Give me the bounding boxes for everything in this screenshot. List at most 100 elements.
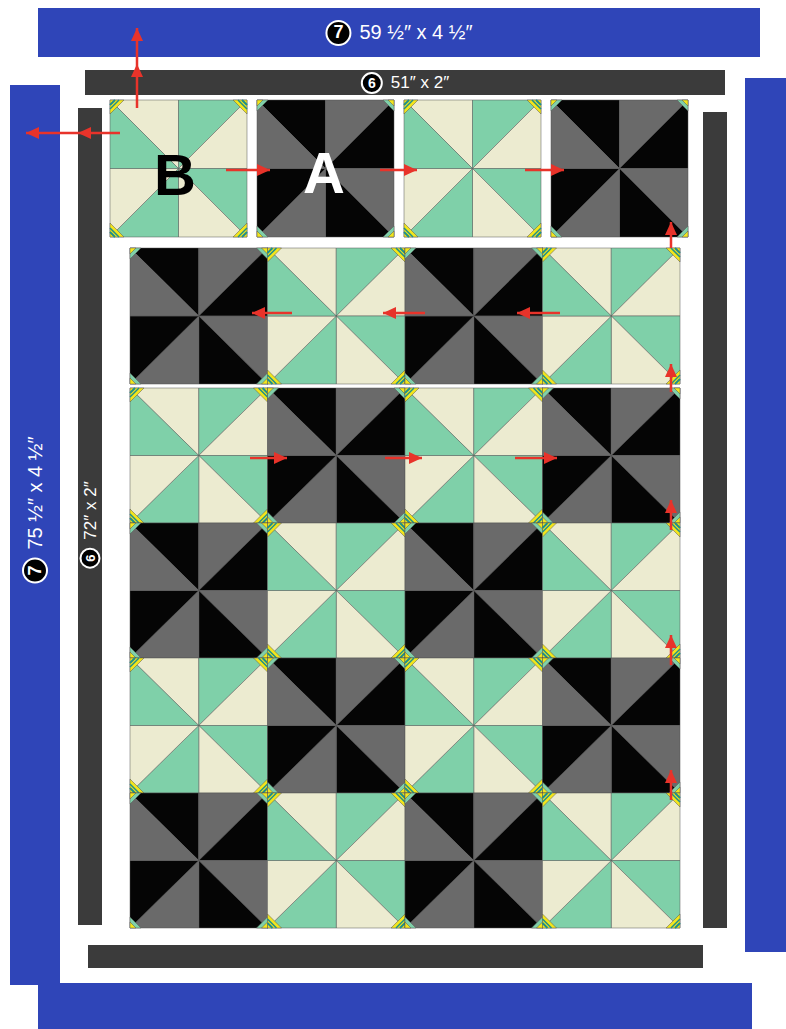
triangle-patch [543,658,612,726]
triangle-patch [473,169,542,238]
corner-unit [254,388,268,402]
callout-number: 7 [22,558,48,584]
corner-stripe [396,375,405,384]
corner-unit [543,388,549,394]
pinwheel-block-a [257,100,394,237]
arrow-shaft [670,500,673,530]
pinwheel-block-b [405,658,543,793]
triangle-patch [474,316,543,384]
triangle-patch [474,523,543,591]
triangle-patch [611,793,680,861]
corner-unit [682,231,688,237]
corner-unit [268,388,274,394]
triangle-patch [405,523,474,591]
triangle-patch [130,523,199,591]
triangle-patch [199,388,268,456]
corner-unit [405,388,419,402]
triangle-patch [474,861,543,929]
triangle-patch [474,793,543,861]
pinwheel-block-a [551,100,688,237]
corner-unit [399,388,405,394]
block-letter: A [303,144,345,202]
triangle-patch [543,658,612,726]
pressing-arrow [515,452,557,464]
corner-stripe [404,100,413,109]
corner-unit [405,658,419,672]
corner-unit [666,644,680,658]
triangle-patch [336,591,405,659]
triangle-patch [130,726,199,794]
triangle-patch [543,248,612,316]
triangle-patch [551,169,620,238]
triangle-patch [543,248,612,316]
corner-unit [543,517,549,523]
arrow-head [665,635,677,648]
corner-unit [262,523,268,529]
dimension-label: 75 ½″ x 4 ½″ [24,436,47,549]
triangle-patch [130,658,199,726]
corner-unit [677,226,688,237]
corner-unit [543,388,554,399]
arrow-shaft [250,457,287,460]
triangle-patch [199,456,268,524]
corner-unit [257,226,268,237]
dimension-label: 59 ½″ x 4 ½″ [359,21,472,44]
arrow-shaft [670,635,673,665]
corner-unit [404,223,418,237]
corner-unit [405,373,416,384]
corner-unit [391,793,405,807]
triangle-patch [611,523,680,591]
corner-unit [130,652,136,658]
corner-stripe [405,388,414,397]
corner-unit [404,100,418,114]
border-strip [38,983,752,1029]
triangle-patch [336,793,405,861]
corner-unit [268,512,279,523]
corner-unit [130,523,136,529]
corner-unit [405,248,411,254]
corner-stripe [130,388,139,397]
pinwheel-block-b [404,100,541,237]
corner-unit [262,248,268,254]
corner-stripe [532,100,541,109]
triangle-patch [199,248,268,316]
triangle-patch [268,861,337,929]
triangle-patch [268,523,337,591]
corner-unit [529,509,543,523]
outer-border-strip: 7 75 ½″ x 4 ½″ [10,85,60,985]
corner-unit [532,248,543,259]
corner-unit [130,793,141,804]
triangle-patch [268,316,337,384]
corner-unit [551,231,557,237]
corner-stripe [405,784,414,793]
pressing-arrow [385,452,422,464]
corner-unit [130,248,141,259]
corner-unit [262,652,268,658]
triangle-patch [543,861,612,929]
corner-unit [405,509,419,523]
corner-unit [394,782,405,793]
corner-unit [532,523,543,534]
corner-unit [543,782,554,793]
triangle-patch [268,248,337,316]
triangle-patch [130,316,199,384]
triangle-patch [611,316,680,384]
corner-stripe [268,248,277,257]
corner-unit [527,100,541,114]
corner-unit [257,793,268,804]
corner-unit [233,100,247,114]
corner-stripe [396,919,405,928]
triangle-patch [336,456,405,524]
pressing-arrow [383,307,425,319]
corner-unit [257,248,268,259]
corner-unit [268,793,282,807]
border-strip [88,945,703,968]
corner-unit [262,378,268,384]
corner-unit [666,248,680,262]
triangle-patch [336,523,405,591]
triangle-patch [336,456,405,524]
corner-stripe [532,228,541,237]
corner-stripe [543,919,552,928]
triangle-patch [268,861,337,929]
